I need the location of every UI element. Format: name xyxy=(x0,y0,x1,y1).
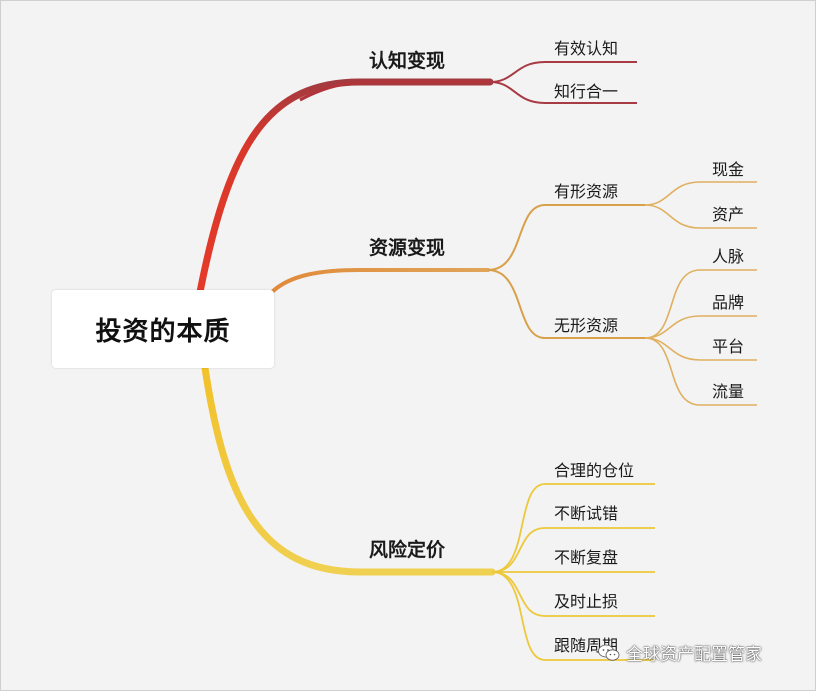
connector-sub-2-1 xyxy=(487,204,645,271)
leaf-label: 合理的仓位 xyxy=(554,461,635,480)
connector-leaf-3-5 xyxy=(491,571,655,661)
branch-label-risk-pricing: 风险定价 xyxy=(369,539,446,561)
connector-leaf-2-2-1 xyxy=(644,269,757,339)
leaf-label: 及时止损 xyxy=(554,592,619,611)
connector-branch-1-tail xyxy=(299,80,490,102)
leaf-label: 不断复盘 xyxy=(554,548,619,567)
leaf-label: 知行合一 xyxy=(554,82,619,101)
connector-leaf-2-1-1 xyxy=(644,181,757,206)
watermark: 全球资产配置管家 xyxy=(598,640,762,665)
connector-leaf-2-1-2 xyxy=(644,204,757,229)
leaf-label: 资产 xyxy=(712,205,745,224)
connector-branch-1 xyxy=(196,78,494,296)
leaf-label: 不断试错 xyxy=(554,504,619,523)
watermark-text: 全球资产配置管家 xyxy=(626,645,762,665)
branch-label-cognition: 认知变现 xyxy=(369,50,446,72)
connector-leaf-1-2 xyxy=(489,81,637,104)
connector-leaf-2-2-2 xyxy=(644,315,757,339)
leaf-label: 品牌 xyxy=(712,293,745,312)
root-label: 投资的本质 xyxy=(95,316,231,347)
branch-label-resources: 资源变现 xyxy=(369,237,446,259)
sub-branch-label-intangible: 无形资源 xyxy=(554,316,619,335)
leaf-label: 平台 xyxy=(712,337,745,356)
connector-leaf-1-1 xyxy=(489,61,637,83)
connector-leaf-3-2 xyxy=(491,527,655,573)
connector-sub-2-2 xyxy=(487,269,645,339)
leaf-label: 人脉 xyxy=(712,247,745,266)
connector-branch-2 xyxy=(270,268,490,294)
connector-leaf-2-2-4 xyxy=(644,337,757,406)
leaf-label: 现金 xyxy=(712,160,745,179)
leaf-label: 有效认知 xyxy=(554,39,619,58)
sub-branch-label-tangible: 有形资源 xyxy=(554,182,619,201)
connector-branch-3 xyxy=(201,364,496,576)
leaf-label: 流量 xyxy=(712,382,745,401)
root-node: 投资的本质 xyxy=(52,290,274,368)
connector-leaf-3-1 xyxy=(491,483,655,573)
wechat-icon xyxy=(598,644,620,662)
